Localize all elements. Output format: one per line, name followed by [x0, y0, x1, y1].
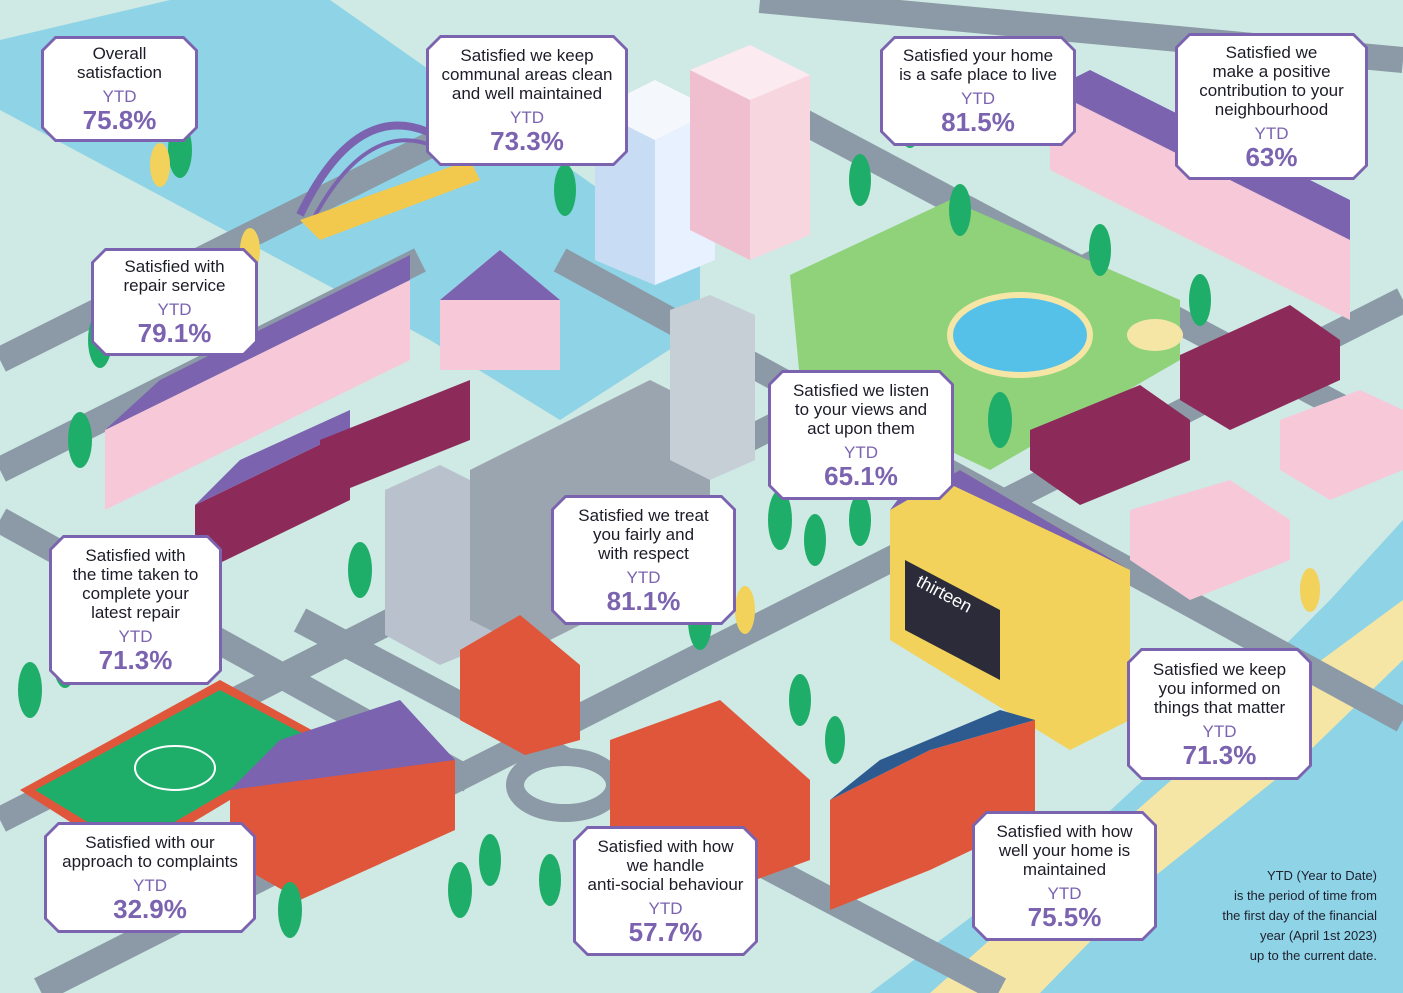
card-ytd: YTD	[648, 898, 683, 918]
card-ytd: YTD	[1047, 883, 1082, 903]
card-ytd: YTD	[157, 300, 192, 319]
card-label: Satisfied your home is a safe place to l…	[899, 46, 1057, 84]
card-value: 75.5%	[1027, 901, 1102, 932]
card-safe: Satisfied your home is a safe place to l…	[880, 36, 1076, 146]
card-label: Overall satisfaction	[76, 44, 163, 82]
card-label: Satisfied with the time taken to complet…	[72, 546, 199, 622]
fountain	[1127, 319, 1183, 351]
card-label: Satisfied with repair service	[123, 257, 226, 295]
card-value: 32.9%	[113, 893, 187, 924]
card-fair: Satisfied we treat you fairly and with r…	[551, 495, 736, 625]
card-ytd: YTD	[510, 108, 544, 127]
card-maintained: Satisfied with how well your home is mai…	[972, 811, 1157, 941]
pond	[947, 292, 1093, 378]
card-value: 81.5%	[941, 107, 1015, 137]
card-complaints: Satisfied with our approach to complaint…	[44, 822, 256, 933]
card-ytd: YTD	[102, 87, 137, 106]
card-value: 79.1%	[137, 318, 212, 348]
card-ytd: YTD	[133, 875, 167, 895]
card-asb: Satisfied with how we handle anti-social…	[573, 826, 758, 956]
card-ytd: YTD	[626, 567, 661, 587]
card-label: Satisfied with our approach to complaint…	[62, 832, 238, 871]
card-ytd: YTD	[1202, 721, 1237, 741]
community-hall	[230, 700, 455, 900]
card-informed: Satisfied we keep you informed on things…	[1127, 648, 1312, 780]
card-label: Satisfied with how we handle anti-social…	[587, 836, 744, 894]
roundabout	[506, 748, 624, 822]
card-value: 81.1%	[606, 585, 681, 616]
sea	[870, 520, 1403, 993]
terrace-houses-right	[1030, 70, 1403, 600]
card-overall: Overall satisfaction YTD 75.8%	[41, 36, 198, 142]
card-value: 75.8%	[82, 105, 157, 135]
card-label: Satisfied we treat you fairly and with r…	[578, 505, 709, 563]
card-neighbourhood: Satisfied we make a positive contributio…	[1175, 33, 1368, 180]
card-value: 71.3%	[1182, 739, 1257, 770]
card-value: 57.7%	[628, 916, 703, 947]
card-value: 65.1%	[824, 460, 898, 491]
card-communal: Satisfied we keep communal areas clean a…	[426, 35, 628, 166]
card-listen: Satisfied we listen to your views and ac…	[768, 370, 954, 500]
football-pitch	[20, 680, 330, 860]
card-ytd: YTD	[1254, 123, 1289, 143]
card-ytd: YTD	[118, 627, 153, 646]
card-time: Satisfied with the time taken to complet…	[49, 535, 222, 685]
card-label: Satisfied we make a positive contributio…	[1199, 42, 1344, 119]
card-label: Satisfied with how well your home is mai…	[996, 821, 1133, 879]
card-label: Satisfied we keep you informed on things…	[1152, 659, 1287, 717]
tower-pink	[690, 45, 810, 260]
card-ytd: YTD	[961, 89, 995, 108]
card-value: 73.3%	[490, 126, 564, 156]
card-label: Satisfied we keep communal areas clean a…	[441, 46, 613, 103]
card-repair: Satisfied with repair service YTD 79.1%	[91, 248, 258, 356]
card-ytd: YTD	[844, 442, 878, 462]
card-value: 63%	[1245, 141, 1298, 172]
card-label: Satisfied we listen to your views and ac…	[792, 380, 930, 438]
card-value: 71.3%	[98, 645, 173, 675]
ytd-footnote: YTD (Year to Date) is the period of time…	[1222, 868, 1377, 963]
